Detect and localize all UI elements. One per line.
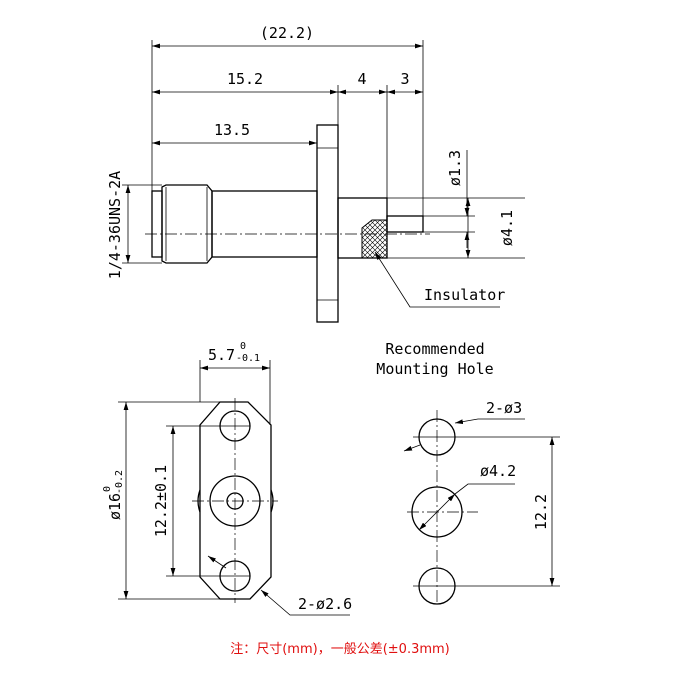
dim-hole-spacing: 12.2±0.1 bbox=[152, 465, 170, 537]
dim-15-2: 15.2 bbox=[227, 70, 263, 88]
dim-width-tol-lower: -0.1 bbox=[236, 353, 260, 364]
dim-spacing: 12.2 bbox=[532, 494, 550, 530]
dim-overall: (22.2) bbox=[260, 24, 314, 42]
tolerance-note: 注：尺寸(mm)，一般公差(±0.3mm) bbox=[230, 642, 450, 657]
mounting-hole-view: Recommended Mounting Hole 12.2 2-ø3 ø4.2 bbox=[376, 340, 560, 605]
front-view: 5.7 0 -0.1 ø16 0 -0.2 12.2±0.1 2-ø2.6 bbox=[102, 341, 352, 616]
dim-diameter: ø16 bbox=[106, 493, 124, 520]
thread-spec: 1/4-36UNS-2A bbox=[106, 171, 124, 279]
insulator-label: Insulator bbox=[424, 286, 505, 304]
dim-diameter-tol-lower: -0.2 bbox=[114, 470, 125, 494]
mounting-title-line2: Mounting Hole bbox=[376, 360, 493, 378]
dim-3: 3 bbox=[400, 70, 409, 88]
dim-center-diameter: ø4.2 bbox=[480, 462, 516, 480]
mounting-title-line1: Recommended bbox=[385, 340, 484, 358]
dim-holes: 2-ø3 bbox=[486, 399, 522, 417]
dim-diameter-tol-upper: 0 bbox=[102, 486, 113, 492]
dim-width-tol-upper: 0 bbox=[240, 341, 246, 352]
side-view: (22.2) 15.2 4 3 13.5 1/4-36UNS-2A ø1.3 ø… bbox=[106, 24, 525, 323]
dim-holes: 2-ø2.6 bbox=[298, 595, 352, 613]
dim-body-diameter: ø4.1 bbox=[498, 210, 516, 246]
dim-pin-diameter: ø1.3 bbox=[446, 150, 464, 186]
dim-width: 5.7 bbox=[208, 346, 235, 364]
dim-13-5: 13.5 bbox=[214, 121, 250, 139]
dim-4: 4 bbox=[357, 70, 366, 88]
